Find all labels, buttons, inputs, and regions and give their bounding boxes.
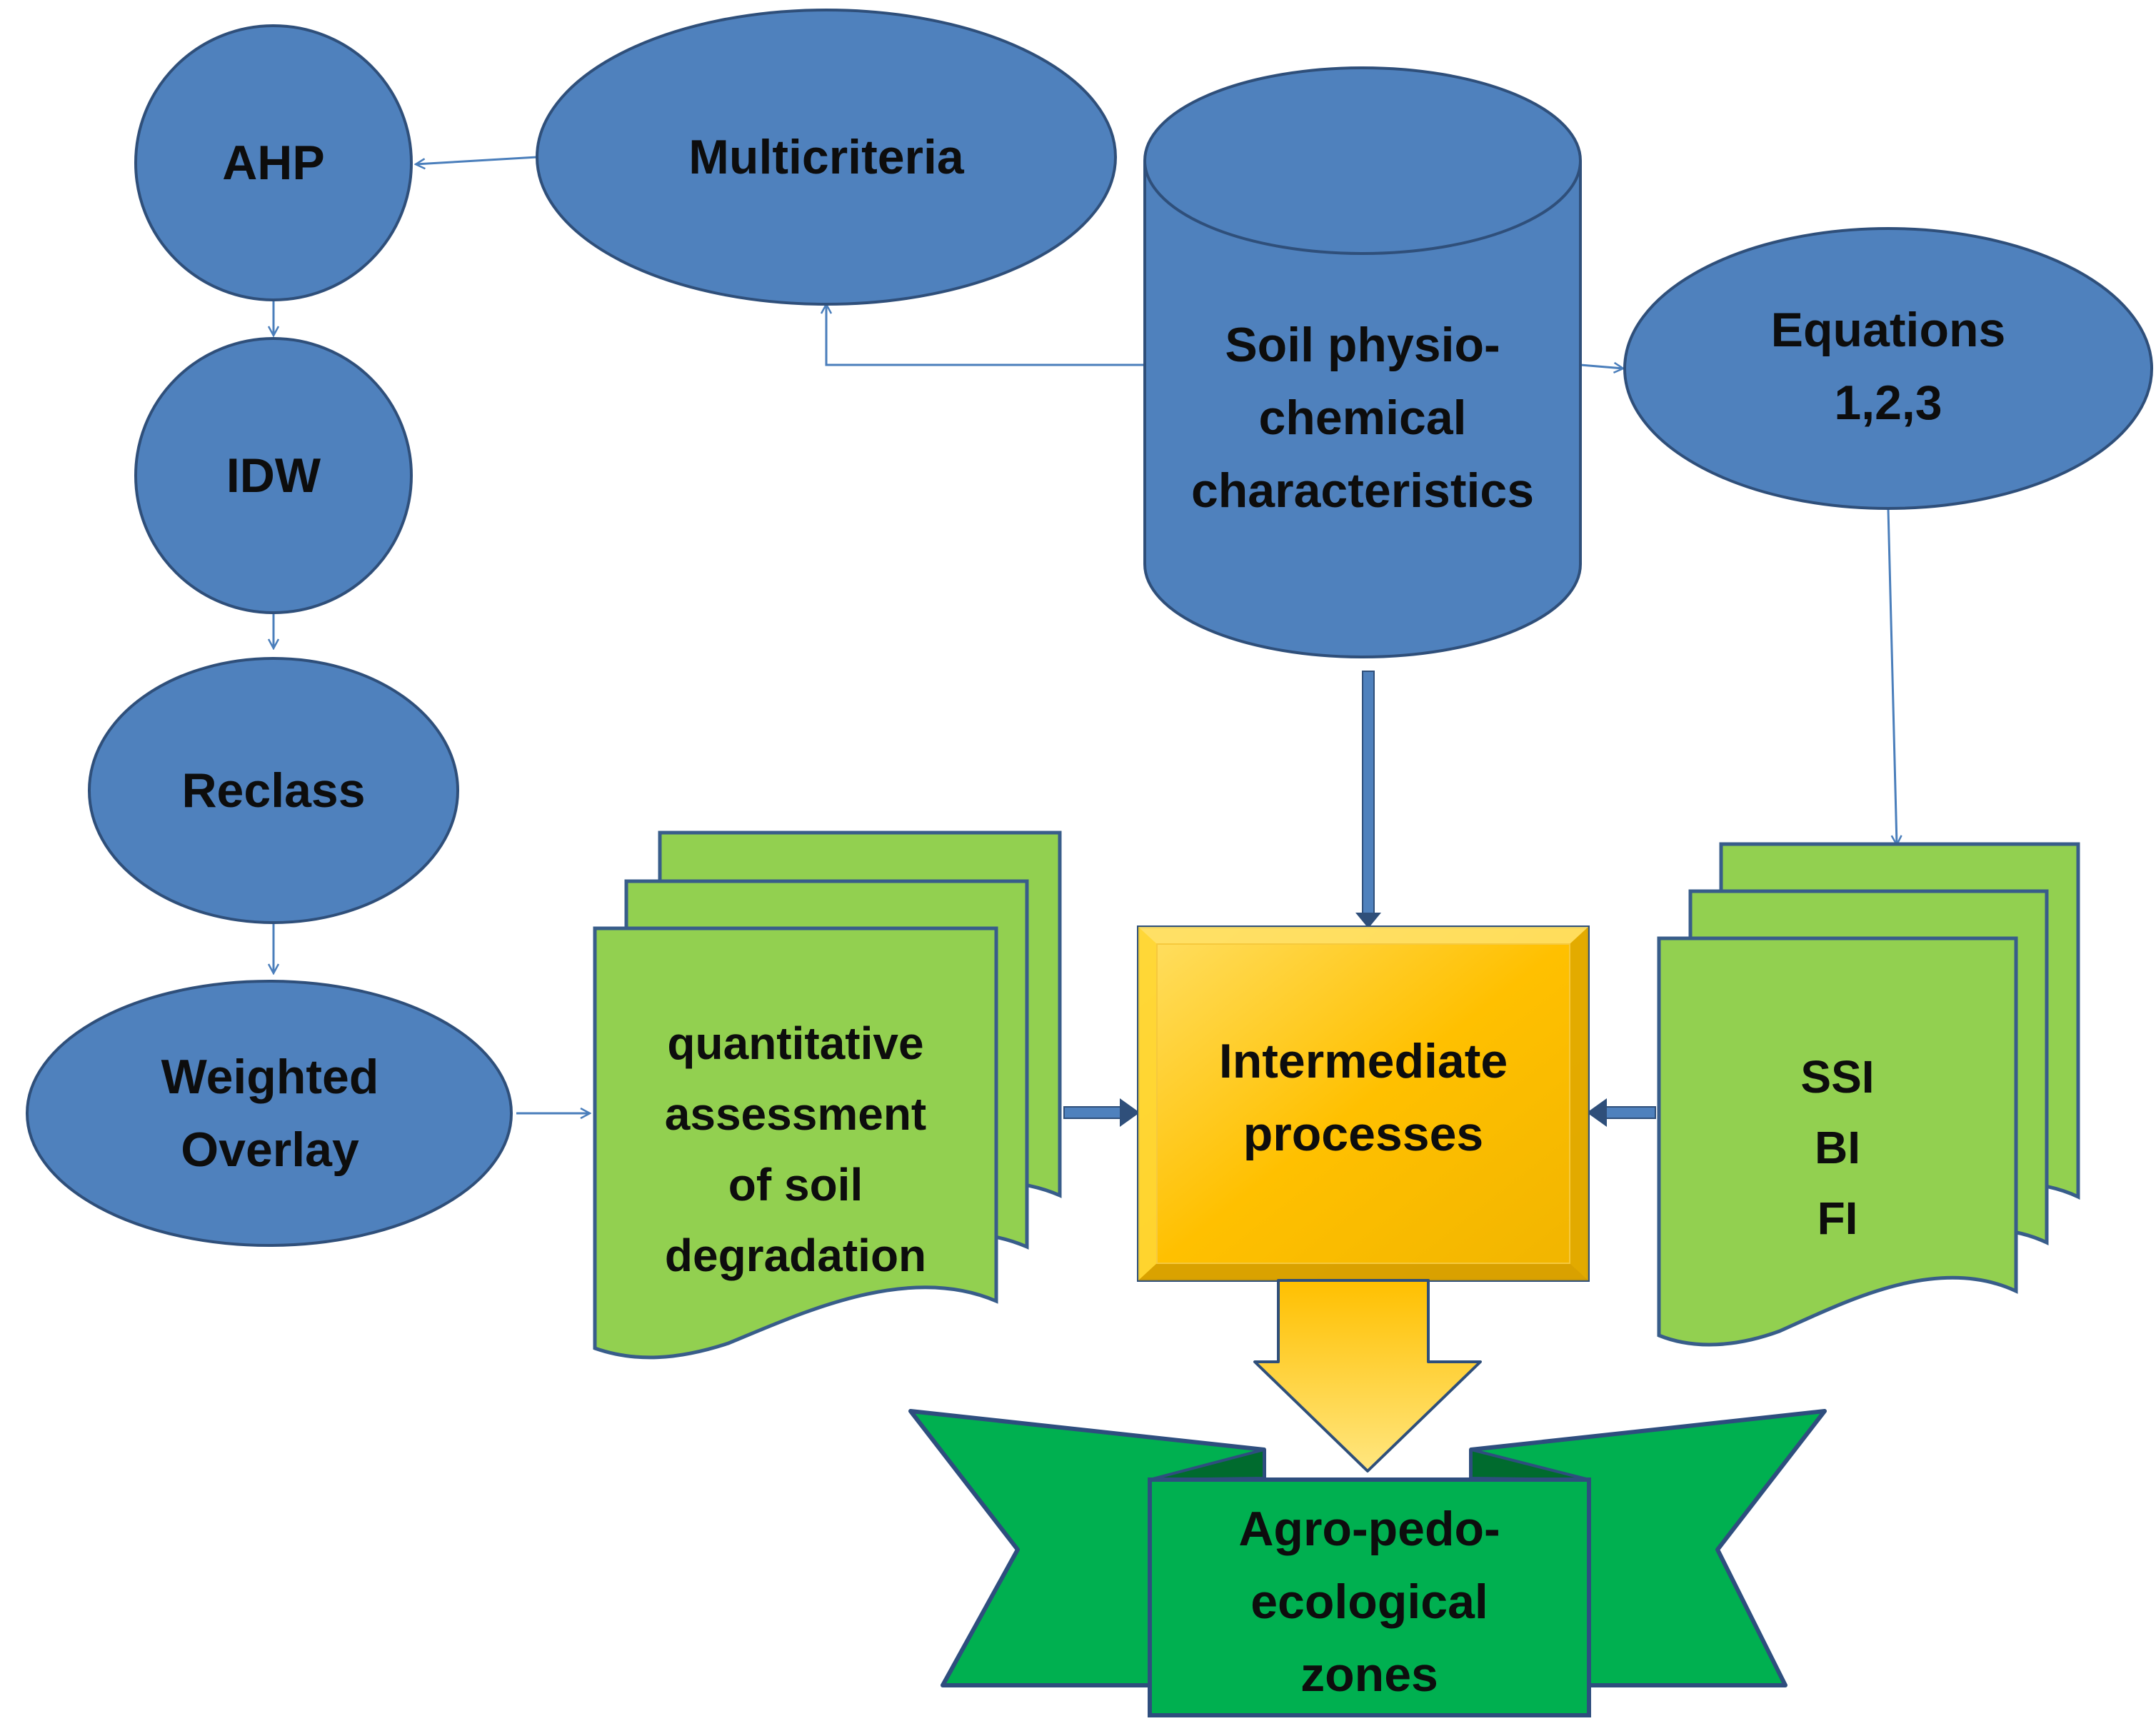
degradation-documents [593,831,1062,1360]
connector-indices-to-intermediate [1587,1098,1656,1127]
weighted-overlay-line2: Overlay [181,1123,359,1177]
soil-database-line3: characteristics [1190,463,1535,518]
soil-database-line1: Soil physio- [1225,318,1500,372]
equations-line2: 1,2,3 [1834,376,1942,430]
zones-line2: ecological [1250,1574,1488,1629]
down-block-arrow [1253,1279,1482,1472]
weighted-overlay-label: Weighted Overlay [64,1038,476,1188]
indices-line3: FI [1817,1193,1858,1245]
connector-soil-to-multicriteria [826,304,1145,366]
reclass-text: Reclass [181,763,366,818]
degradation-line1: quantitative [667,1017,924,1069]
multicriteria-text: Multicriteria [688,130,964,184]
weighted-overlay-line1: Weighted [161,1050,379,1104]
zones-line3: zones [1300,1647,1438,1702]
ahp-label: AHP [136,107,411,219]
indices-label: SSI BI FI [1659,1035,2016,1260]
idw-text: IDW [226,448,321,503]
degradation-label: quantitative assessment of soil degradat… [595,1000,996,1300]
idw-label: IDW [136,420,411,531]
connector-equations-to-indices [1887,508,1897,845]
weighted-overlay-node [26,980,513,1247]
multicriteria-label: Multicriteria [571,101,1081,213]
degradation-line4: degradation [664,1230,927,1282]
degradation-line3: of soil [728,1159,863,1210]
zones-ribbon [908,1409,1827,1717]
soil-database-line2: chemical [1258,391,1467,445]
intermediate-box [1137,925,1590,1282]
intermediate-line2: processes [1243,1107,1484,1161]
equations-line1: Equations [1770,303,2006,357]
reclass-node [88,657,459,924]
intermediate-label: Intermediate processes [1157,1023,1570,1173]
indices-line1: SSI [1800,1050,1875,1103]
intermediate-line1: Intermediate [1218,1034,1508,1088]
ahp-text: AHP [222,136,325,190]
zones-label: Agro-pedo- ecological zones [1150,1489,1589,1714]
soil-database-label: Soil physio- chemical characteristics [1145,303,1580,532]
connector-soil-to-equations [1580,365,1623,368]
connector-multicriteria-to-ahp [416,156,538,164]
reclass-label: Reclass [100,735,447,846]
connector-degradation-to-intermediate [1063,1098,1140,1127]
ahp-node [134,24,413,301]
indices-line2: BI [1815,1121,1860,1173]
idw-node [134,337,413,614]
equations-label: Equations 1,2,3 [1664,291,2112,441]
multicriteria-node [536,9,1117,306]
degradation-line2: assessment [664,1088,927,1140]
equations-node [1623,227,2153,510]
soil-database-node [1143,66,1582,658]
indices-documents [1657,842,2080,1347]
connector-soil-to-intermediate [1355,671,1381,928]
zones-line1: Agro-pedo- [1238,1501,1500,1556]
